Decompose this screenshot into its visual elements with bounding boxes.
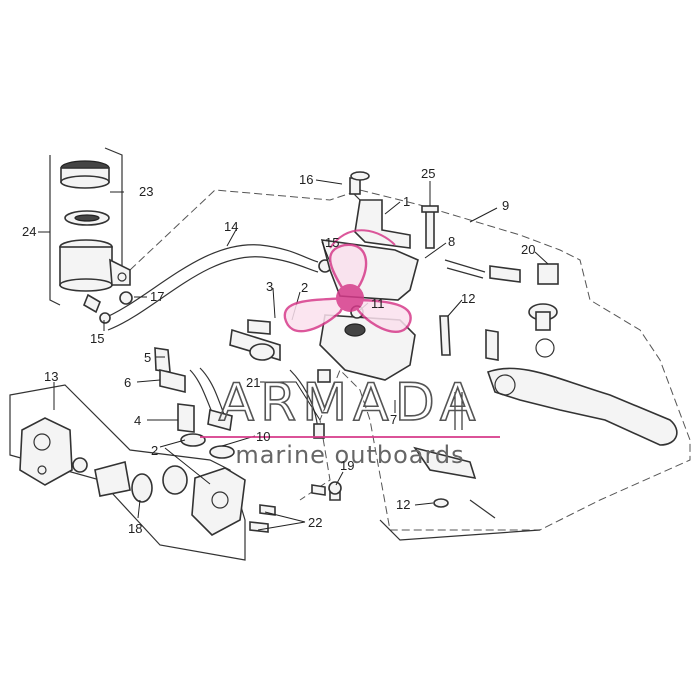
- callout-5: 5: [144, 350, 151, 365]
- callout-6: 6: [124, 375, 131, 390]
- callout-18: 18: [128, 521, 142, 536]
- callout-14: 14: [224, 219, 238, 234]
- callout-7: 7: [390, 412, 397, 427]
- callout-2-lower: 2: [151, 443, 158, 458]
- callout-17: 17: [150, 289, 164, 304]
- callout-8: 8: [448, 234, 455, 249]
- callout-21: 21: [246, 375, 260, 390]
- callout-10: 10: [256, 429, 270, 444]
- callout-labels: 1 2 2 3 4 5 6 7 8 9 10 11 12 12 13 14 15…: [22, 166, 535, 536]
- callout-2-upper: 2: [301, 280, 308, 295]
- callout-25: 25: [421, 166, 435, 181]
- callout-20: 20: [521, 242, 535, 257]
- watermark: ARMADA marine outboards: [200, 372, 500, 469]
- callout-24: 24: [22, 224, 36, 239]
- callout-13: 13: [44, 369, 58, 384]
- callout-1: 1: [403, 194, 410, 209]
- callout-9: 9: [502, 198, 509, 213]
- watermark-brand: ARMADA: [219, 373, 482, 433]
- callout-3: 3: [266, 279, 273, 294]
- callout-19: 19: [340, 458, 354, 473]
- callout-15-lower: 15: [90, 331, 104, 346]
- armada-logo-mark: [283, 229, 412, 333]
- caliper-group: [19, 417, 342, 536]
- callout-22: 22: [308, 515, 322, 530]
- callout-12-lower: 12: [396, 497, 410, 512]
- leader-lines: [38, 179, 549, 531]
- callout-12-upper: 12: [461, 291, 475, 306]
- watermark-tagline: marine outboards: [235, 441, 464, 469]
- callout-4: 4: [134, 413, 141, 428]
- fittings-group: [154, 319, 331, 459]
- callout-15-upper: 15: [325, 235, 339, 250]
- lever-group: [413, 303, 678, 519]
- reservoir-group: [49, 147, 133, 314]
- callout-23: 23: [139, 184, 153, 199]
- callout-16: 16: [299, 172, 313, 187]
- callout-11: 11: [371, 296, 385, 311]
